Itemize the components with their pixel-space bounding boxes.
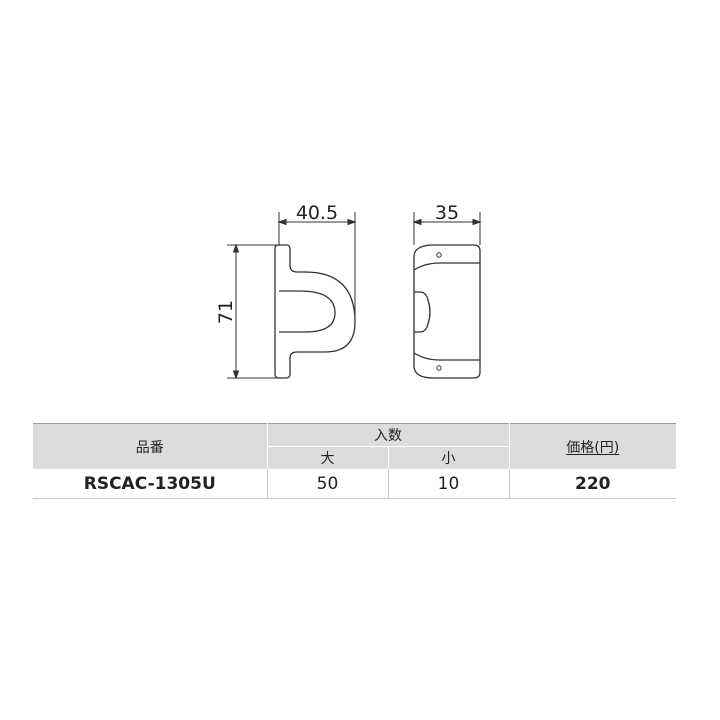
technical-drawing: 40.5 71 35 xyxy=(215,202,482,380)
header-price: 価格(円) xyxy=(508,423,676,469)
front-view-inner-channel xyxy=(279,290,336,333)
side-view-top-flange xyxy=(413,262,480,271)
dim-front-width: 40.5 xyxy=(296,202,338,224)
spec-table: 品番 入数 価格(円) 大 小 RSCAC-1305U 50 10 220 xyxy=(33,423,676,499)
cell-qty-small: 10 xyxy=(388,469,510,499)
cell-part-number: RSCAC-1305U xyxy=(33,469,268,499)
header-quantity: 入数 xyxy=(267,423,510,447)
dim-front-height: 71 xyxy=(215,300,237,324)
side-dimension-lines xyxy=(412,212,482,245)
dim-side-width: 35 xyxy=(435,202,459,224)
header-price-label: 価格(円) xyxy=(566,439,620,456)
front-view xyxy=(274,244,356,379)
cell-qty-large: 50 xyxy=(267,469,389,499)
header-quantity-large: 大 xyxy=(267,446,389,469)
cell-price: 220 xyxy=(509,469,676,499)
table-row: RSCAC-1305U 50 10 220 xyxy=(33,469,676,499)
side-view-bottom-flange xyxy=(413,352,480,361)
side-view-top-hole xyxy=(436,252,442,258)
side-view xyxy=(413,244,481,379)
side-view-channel-recess xyxy=(414,291,431,333)
header-quantity-small: 小 xyxy=(388,446,509,469)
side-view-bottom-hole xyxy=(436,365,442,371)
side-view-outline xyxy=(413,244,481,379)
front-view-outline xyxy=(274,244,356,379)
front-dimension-lines xyxy=(227,212,357,380)
header-part-number: 品番 xyxy=(33,423,268,469)
